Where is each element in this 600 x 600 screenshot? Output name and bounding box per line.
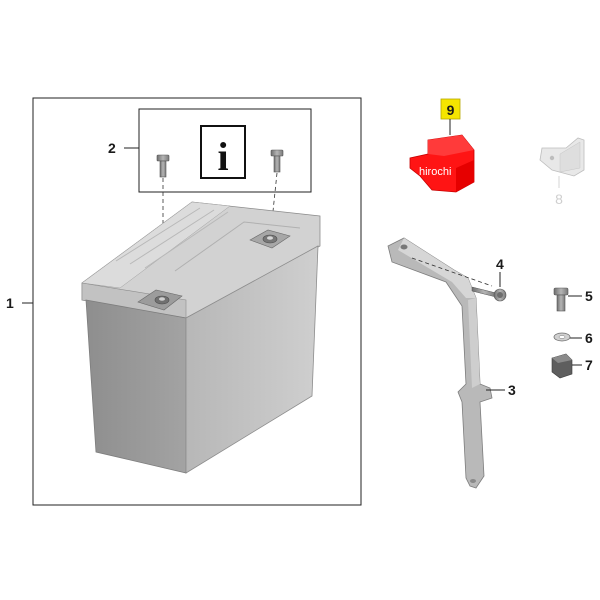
svg-text:i: i xyxy=(217,134,228,179)
bolt-5-icon xyxy=(553,287,569,312)
battery-frame xyxy=(32,97,362,506)
callout-8: 8 xyxy=(555,191,563,207)
terminal-bolt-right-icon xyxy=(270,149,284,173)
callout-1: 1 xyxy=(6,295,14,311)
info-icon: i xyxy=(200,125,246,179)
battery-icon xyxy=(81,201,321,474)
callout-3: 3 xyxy=(508,382,516,398)
callout-5: 5 xyxy=(585,288,593,304)
terminal-right-icon xyxy=(249,229,291,249)
terminal-bolt-left-icon xyxy=(156,154,170,178)
callout-4: 4 xyxy=(496,256,504,272)
watermark-text: hirochi xyxy=(419,166,451,178)
bolt-4-icon xyxy=(471,286,507,302)
washer-6-icon xyxy=(553,332,571,342)
callout-6: 6 xyxy=(585,330,593,346)
strap-guide xyxy=(411,257,493,287)
retaining-strap-icon xyxy=(387,237,493,489)
terminal-left-icon xyxy=(137,289,183,311)
bracket-faded-icon xyxy=(539,137,585,177)
grommet-7-icon xyxy=(551,353,573,379)
callout-9: 9 xyxy=(447,102,455,118)
terminal-cover-red-icon xyxy=(409,134,475,193)
callout-7: 7 xyxy=(585,357,593,373)
callout-2: 2 xyxy=(108,140,116,156)
